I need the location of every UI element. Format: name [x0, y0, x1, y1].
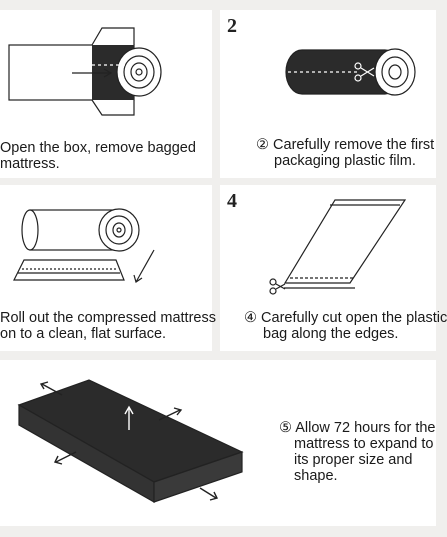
step-1-panel: Open the box, remove bagged mattress. [0, 10, 212, 178]
step-4-number: 4 [227, 190, 237, 212]
cut-bag-illustration [269, 199, 407, 295]
step-3-caption-line-2: on to a clean, flat surface. [0, 326, 167, 342]
step-5-caption-line-2: mattress to expand to [294, 436, 434, 452]
roll-out-illustration [13, 208, 155, 283]
remove-film-illustration [285, 48, 416, 96]
step-2-number: 2 [227, 15, 237, 37]
step-2-panel: 2 ② Carefully remove the first packaging… [220, 10, 436, 178]
expanded-mattress-illustration [17, 379, 244, 504]
step-2-caption-line-2: packaging plastic film. [274, 153, 416, 169]
step-5-caption-line-4: shape. [294, 468, 338, 484]
step-5-caption-line-1: ⑤ Allow 72 hours for the [279, 420, 436, 436]
step-4-caption-line-1: ④ Carefully cut open the plastic [244, 310, 447, 326]
step-1-caption-line-1: Open the box, remove bagged [0, 140, 196, 156]
open-box-illustration [8, 27, 162, 116]
step-3-caption-line-1: Roll out the compressed mattress [0, 310, 216, 326]
step-2-caption-line-1: ② Carefully remove the first [256, 137, 435, 153]
step-4-panel: 4 ④ Carefully cut open the plastic bag a… [220, 185, 447, 351]
step-5-caption-line-3: its proper size and [294, 452, 413, 468]
step-4-caption-line-2: bag along the edges. [263, 326, 399, 342]
step-5-panel: ⑤ Allow 72 hours for the mattress to exp… [0, 360, 436, 526]
step-1-caption-line-2: mattress. [0, 156, 60, 172]
step-3-panel: Roll out the compressed mattress on to a… [0, 185, 216, 351]
